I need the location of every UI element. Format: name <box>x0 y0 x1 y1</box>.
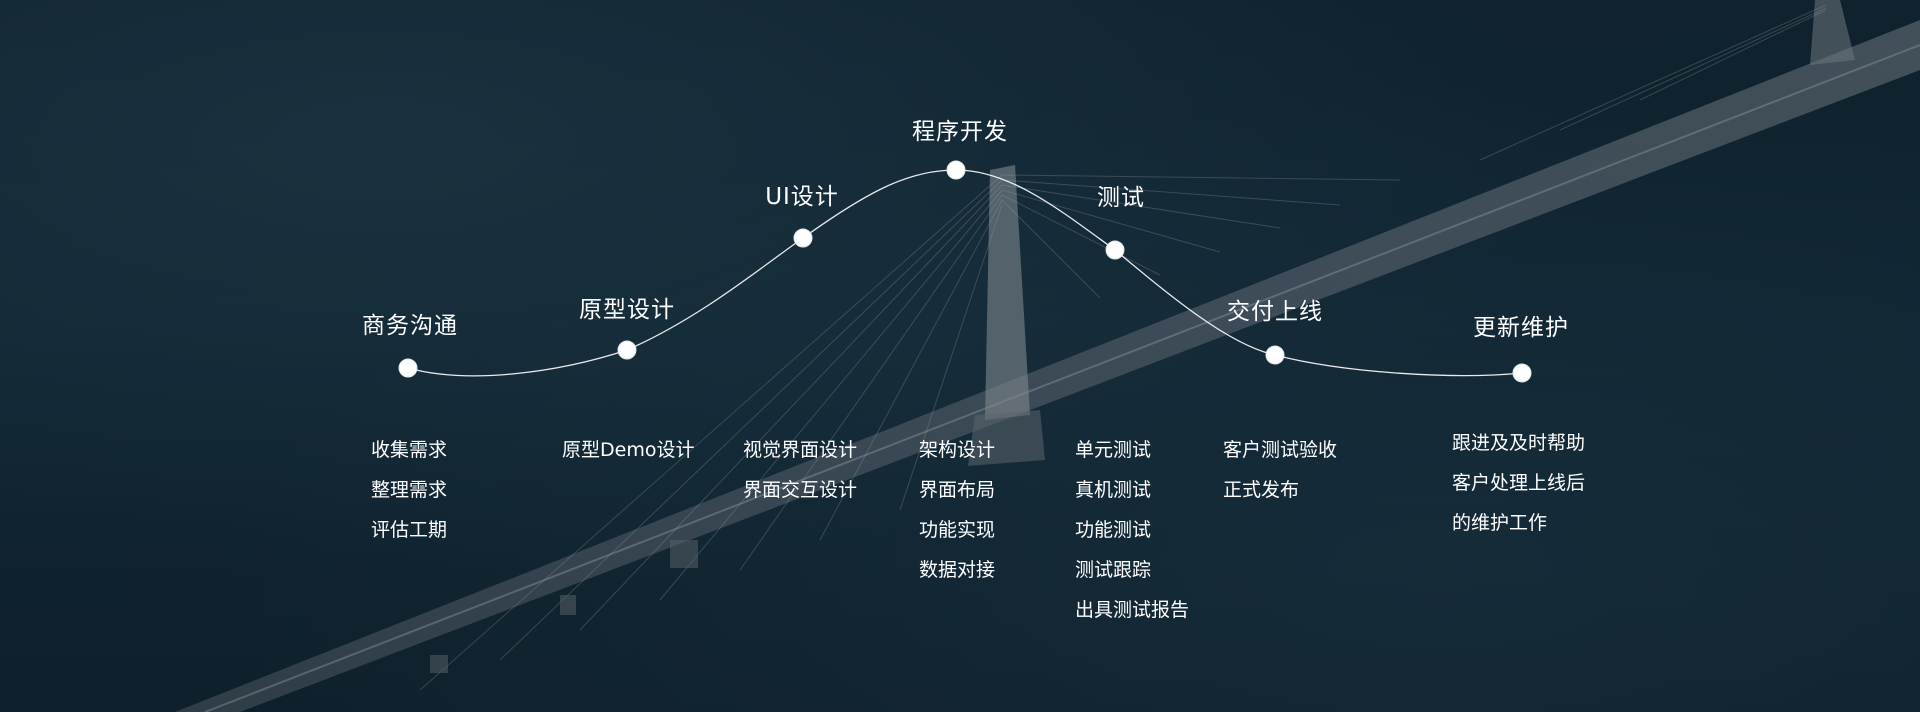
list-item: 客户测试验收 <box>1223 439 1338 461</box>
node-dot-3 <box>793 228 813 248</box>
task-list-testing: 单元测试 真机测试 功能测试 测试跟踪 出具测试报告 <box>1075 430 1189 630</box>
task-list-delivery: 客户测试验收 正式发布 <box>1223 430 1337 510</box>
node-dot-1 <box>398 358 418 378</box>
step-title-delivery: 交付上线 <box>1227 299 1323 325</box>
list-item: 正式发布 <box>1223 479 1300 501</box>
task-list-prototype: 原型Demo设计 <box>562 430 694 470</box>
bridge-deck <box>175 20 1920 712</box>
step-title-ui: UI设计 <box>765 184 839 210</box>
list-item: 测试跟踪 <box>1075 559 1152 581</box>
step-title-business: 商务沟通 <box>362 313 458 339</box>
list-item: 功能测试 <box>1075 519 1152 541</box>
list-item: 收集需求 <box>371 439 448 461</box>
list-item: 整理需求 <box>371 479 448 501</box>
step-title-prototype: 原型设计 <box>579 297 675 323</box>
timeline-curve <box>407 169 1523 377</box>
bridge-cables <box>419 4 1827 691</box>
task-list-business: 收集需求 整理需求 评估工期 <box>371 430 447 550</box>
list-item: 功能实现 <box>919 519 996 541</box>
list-item: 客户处理上线后 <box>1452 472 1586 494</box>
list-item: 评估工期 <box>371 519 448 541</box>
list-item: 出具测试报告 <box>1075 599 1190 621</box>
task-list-development: 架构设计 界面布局 功能实现 数据对接 <box>919 430 995 590</box>
step-title-development: 程序开发 <box>912 119 1008 145</box>
node-dot-2 <box>617 340 637 360</box>
list-item: 界面布局 <box>919 479 996 501</box>
list-item: 数据对接 <box>919 559 996 581</box>
list-item: 跟进及及时帮助 <box>1452 432 1586 454</box>
node-dot-6 <box>1265 345 1285 365</box>
list-item: 单元测试 <box>1075 439 1152 461</box>
node-dot-4 <box>946 160 966 180</box>
list-item: 界面交互设计 <box>743 479 858 501</box>
list-item: 的维护工作 <box>1452 512 1548 534</box>
step-title-maintenance: 更新维护 <box>1473 315 1569 341</box>
list-item: 原型Demo设计 <box>562 439 695 461</box>
list-item: 视觉界面设计 <box>743 439 858 461</box>
list-item: 真机测试 <box>1075 479 1152 501</box>
task-list-ui: 视觉界面设计 界面交互设计 <box>743 430 857 510</box>
task-list-maintenance: 跟进及及时帮助 客户处理上线后 的维护工作 <box>1452 423 1585 543</box>
node-dot-5 <box>1105 240 1125 260</box>
node-dot-7 <box>1512 363 1532 383</box>
bridge-pylon <box>985 165 1030 420</box>
list-item: 架构设计 <box>919 439 996 461</box>
step-title-testing: 测试 <box>1097 185 1145 211</box>
